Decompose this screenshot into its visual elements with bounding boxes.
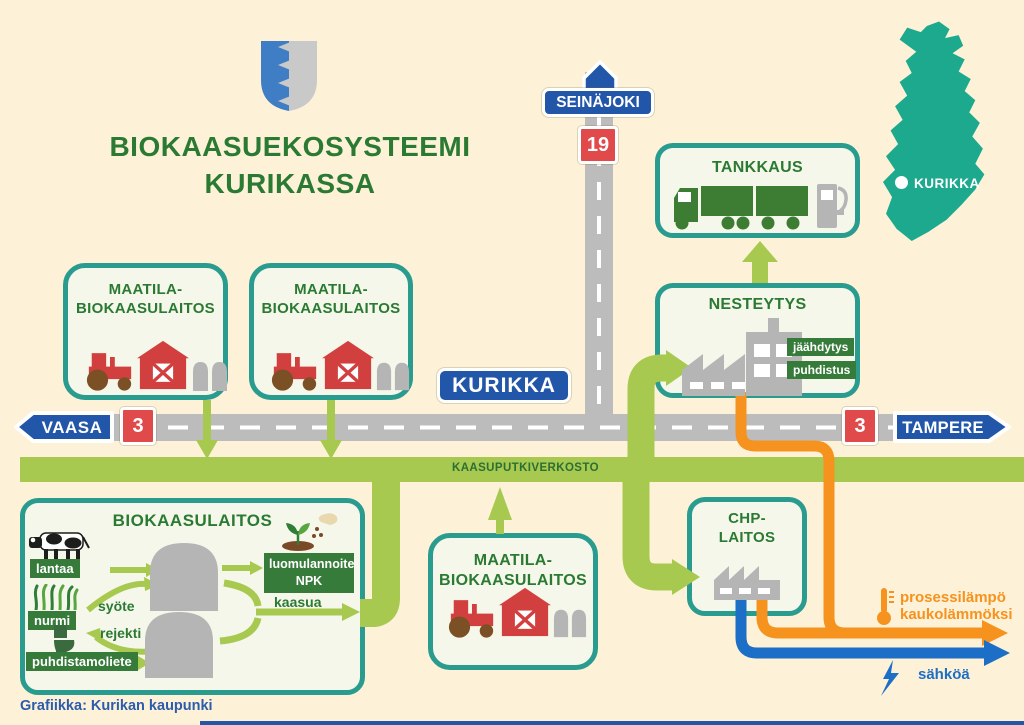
plant-output-luomulannoite: luomulannoite NPK (264, 553, 354, 593)
digester-dome-icon (145, 612, 213, 678)
plant-input-lantaa: lantaa (30, 559, 80, 578)
electricity-output-label: sähköä (918, 666, 970, 683)
farm2-title: MAATILA- BIOKAASULAITOS (249, 281, 413, 319)
lightning-icon (881, 660, 899, 696)
sign-kurikka: KURIKKA (437, 368, 571, 403)
barn-icon (322, 340, 374, 390)
kurikka-coat-of-arms (261, 41, 317, 111)
chp-title: CHP- LAITOS (687, 510, 807, 548)
plant-label-kaasua: kaasua (274, 594, 322, 610)
page-title: BIOKAASUEKOSYSTEEMI KURIKASSA (85, 128, 495, 202)
luomulannoite-line1: luomulannoite (269, 557, 355, 571)
tankkaus-title: TANKKAUS (712, 159, 803, 176)
arrowhead-farm1 (196, 440, 218, 459)
kurikka-location-dot (895, 176, 908, 189)
luomulannoite-line2: NPK (295, 573, 323, 588)
sign-seinajoki: SEINÄJOKI (542, 88, 654, 117)
bottom-border-line (200, 721, 1024, 725)
tractor-icon (448, 600, 494, 638)
factory-icon (682, 318, 802, 396)
page-title-line2: KURIKASSA (204, 168, 376, 199)
arrowhead-tankkaus (742, 241, 778, 262)
arrowhead-farm3 (488, 487, 512, 520)
chp-title-line1: CHP- (728, 510, 766, 527)
digester-dome-icon (150, 543, 218, 611)
fuel-pump-icon (817, 184, 848, 228)
farm2-title-line1: MAATILA- (294, 281, 368, 298)
silos-icon (376, 362, 410, 391)
heat-label-line1: prosessilämpö (900, 589, 1006, 606)
road-horizontal (100, 414, 906, 441)
plant-input-puhdistamoliete: puhdistamoliete (26, 652, 138, 671)
farm1-title-line2: BIOKAASULAITOS (76, 299, 215, 317)
thermometer-icon (877, 588, 894, 625)
farm3-title-line2: BIOKAASULAITOS (439, 572, 587, 589)
page-title-line1: BIOKAASUEKOSYSTEEMI (109, 131, 471, 162)
plant-label-syote: syöte (98, 598, 135, 614)
gas-pipe-label: KAASUPUTKIVERKOSTO (452, 462, 599, 474)
arrowhead-farm2 (320, 440, 342, 459)
sign-vaasa-label: VAASA (42, 418, 103, 437)
heat-label-line2: kaukolämmöksi (900, 606, 1013, 623)
plant-label-rejekti: rejekti (100, 625, 142, 641)
farm1-title-line1: MAATILA- (108, 281, 183, 298)
farm3-title: MAATILA- BIOKAASULAITOS (428, 551, 598, 591)
arrowhead-heat (982, 620, 1008, 646)
chp-title-line2: LAITOS (718, 528, 776, 546)
barn-icon (137, 340, 189, 390)
grass-icon (33, 584, 79, 610)
nesteytys-tag-puhdistus: puhdistus (787, 361, 857, 379)
heat-output-label: prosessilämpö kaukolämmöksi (900, 589, 1013, 623)
nesteytys-tag-jaahdytys: jäähdytys (787, 338, 855, 356)
farm1-title: MAATILA- BIOKAASULAITOS (63, 281, 228, 319)
arrowhead-electricity (984, 640, 1010, 666)
silos-icon (553, 609, 587, 638)
credit-text: Grafiikka: Kurikan kaupunki (20, 698, 213, 714)
sign-vaasa: VAASA (14, 411, 114, 443)
tractor-icon (86, 353, 132, 391)
barn-icon (499, 587, 551, 637)
farm3-title-line1: MAATILA- (473, 552, 553, 569)
silos-icon (193, 362, 227, 391)
pipe-branch-chp (622, 462, 674, 591)
sign-tampere-label: TAMPERE (902, 419, 984, 437)
sign-route-3-left: 3 (120, 407, 156, 445)
kurikka-map-label: KURIKKA (914, 176, 980, 191)
farm2-title-line2: BIOKAASULAITOS (261, 299, 401, 317)
gas-truck-icon (674, 186, 808, 230)
tractor-icon (271, 353, 317, 391)
plant-title: BIOKAASULAITOS (112, 511, 273, 530)
finland-map (882, 21, 985, 241)
nesteytys-title: NESTEYTYS (708, 296, 807, 313)
factory-small-icon (714, 566, 780, 600)
sign-tampere: TAMPERE (893, 411, 1011, 443)
cow-icon (29, 532, 90, 559)
organic-fertilizer-icon (282, 513, 338, 551)
sign-route-19: 19 (578, 126, 618, 164)
sign-route-3-right: 3 (842, 407, 878, 445)
